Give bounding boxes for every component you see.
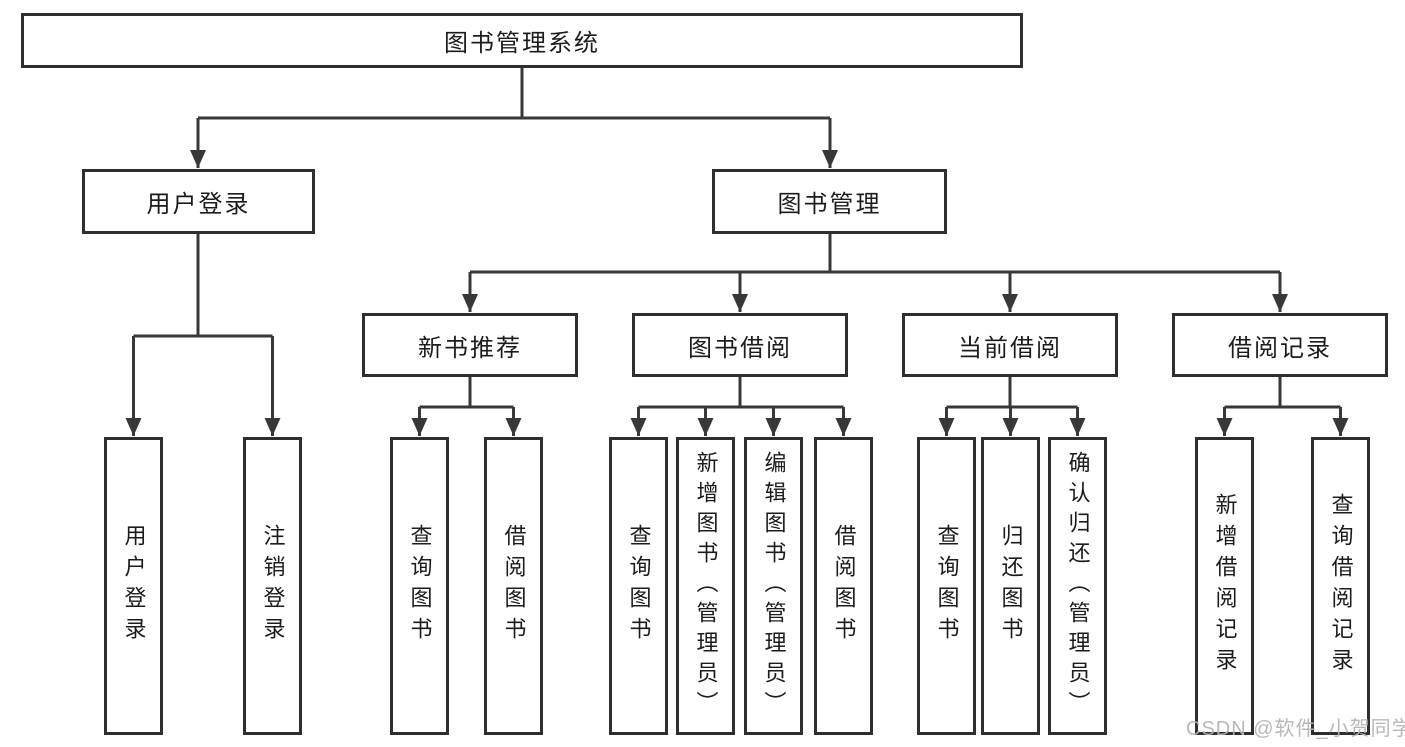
node-root-system: 图书管理系统 — [21, 13, 1023, 68]
leaf-add-borrow-record: 新增借阅记录 — [1195, 437, 1254, 735]
node-current-borrowing-label: 当前借阅 — [958, 334, 1062, 362]
leaf-borrow-books-borrowing: 借阅图书 — [814, 437, 873, 735]
csdn-watermark: CSDN @软件_小贺同学 — [1186, 718, 1405, 740]
leaf-borrow-books-recommend: 借阅图书 — [484, 437, 543, 735]
node-book-borrowing: 图书借阅 — [632, 313, 848, 377]
connector-book-mgmt-to-level3 — [462, 234, 1288, 312]
connector-borrow-records-to-leaves — [1216, 377, 1349, 436]
node-book-management-label: 图书管理 — [777, 191, 882, 218]
leaf-add-books-admin: 新增图书（管理员） — [676, 437, 735, 735]
node-root-label: 图书管理系统 — [444, 30, 600, 57]
leaf-return-books: 归还图书 — [981, 437, 1040, 735]
node-user-login: 用户登录 — [82, 169, 315, 234]
connector-user-login-to-leaves — [125, 234, 281, 436]
node-new-book-recommend: 新书推荐 — [362, 313, 578, 377]
node-book-management: 图书管理 — [712, 169, 947, 234]
node-current-borrowing: 当前借阅 — [902, 313, 1118, 377]
leaf-query-borrow-record: 查询借阅记录 — [1311, 437, 1370, 735]
connector-current-borrow-to-leaves — [938, 377, 1086, 436]
leaf-confirm-return-admin: 确认归还（管理员） — [1048, 437, 1107, 735]
leaf-logout: 注销登录 — [243, 437, 302, 735]
leaf-query-books-borrowing: 查询图书 — [609, 437, 668, 735]
leaf-edit-books-admin: 编辑图书（管理员） — [744, 437, 803, 735]
connector-root-to-level2 — [190, 68, 838, 168]
leaf-query-books-recommend: 查询图书 — [390, 437, 449, 735]
node-borrowing-records-label: 借阅记录 — [1228, 334, 1332, 362]
leaf-query-books-current: 查询图书 — [917, 437, 976, 735]
node-new-book-recommend-label: 新书推荐 — [418, 334, 522, 362]
leaf-user-login: 用户登录 — [104, 437, 163, 735]
node-user-login-label: 用户登录 — [146, 191, 251, 218]
node-book-borrowing-label: 图书借阅 — [688, 334, 792, 362]
node-borrowing-records: 借阅记录 — [1172, 313, 1388, 377]
connector-book-borrow-to-leaves — [630, 377, 852, 436]
connector-new-book-rec-to-leaves — [411, 377, 522, 436]
